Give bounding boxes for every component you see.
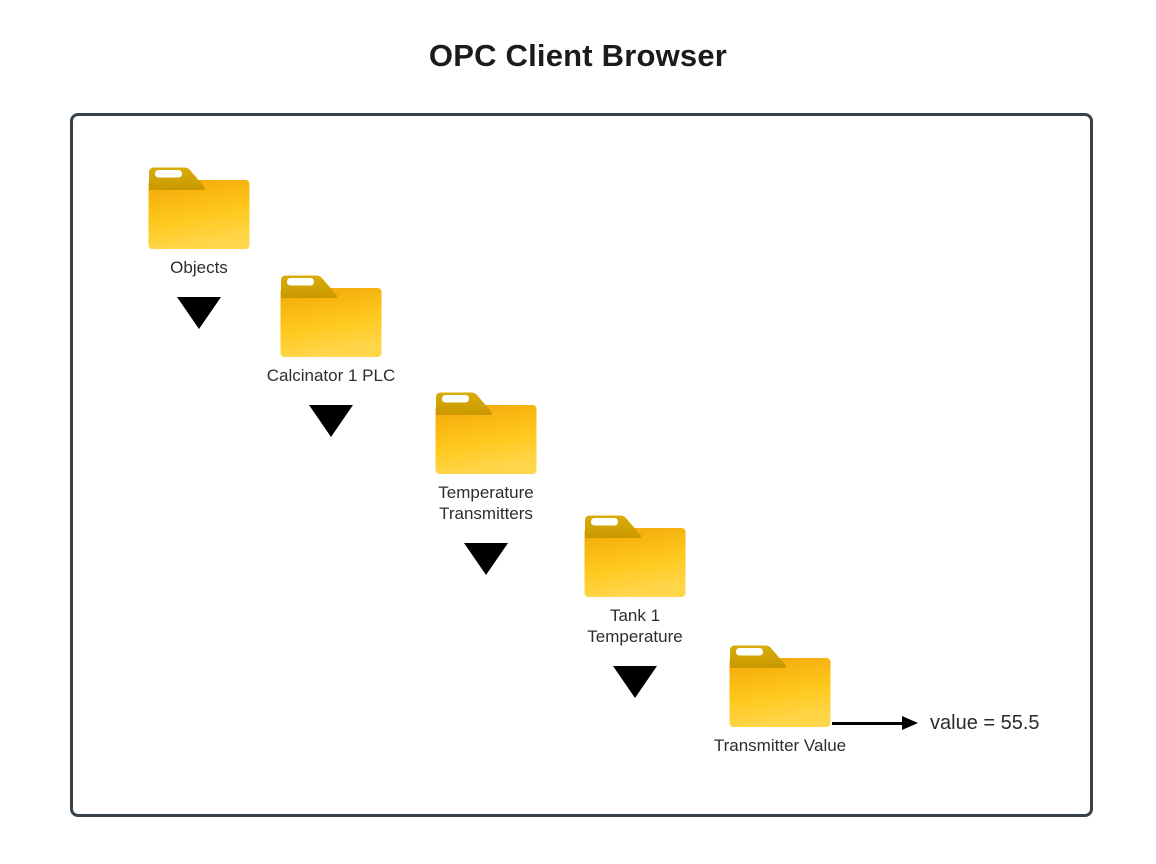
arrow-line [832, 721, 902, 725]
arrow-right-icon [902, 716, 918, 730]
expand-down-icon [613, 666, 657, 698]
folder-icon [584, 515, 686, 597]
expand-down-icon [177, 297, 221, 329]
folder-icon [729, 645, 831, 727]
value-text: value = 55.5 [930, 711, 1040, 734]
node-label: Tank 1 Temperature [587, 606, 683, 646]
expand-down-icon [464, 543, 508, 575]
node-label: Transmitter Value [713, 736, 847, 755]
folder-icon [280, 275, 382, 357]
tree-node-temperature-transmitters: Temperature Transmitters [401, 390, 571, 575]
expand-down-icon [309, 405, 353, 437]
value-annotation: value = 55.5 [832, 711, 1040, 735]
tree-node-tank-1-temperature: Tank 1 Temperature [550, 513, 720, 698]
node-label: Objects [170, 258, 228, 277]
page-title: OPC Client Browser [428, 38, 728, 73]
folder-icon [435, 392, 537, 474]
node-label: Temperature Transmitters [438, 483, 534, 523]
tree-node-transmitter-value: Transmitter Value [695, 643, 865, 756]
folder-icon [148, 167, 250, 249]
tree-node-calcinator-1-plc: Calcinator 1 PLC [246, 273, 416, 437]
tree-node-objects: Objects [114, 165, 284, 329]
node-label: Calcinator 1 PLC [266, 366, 396, 385]
